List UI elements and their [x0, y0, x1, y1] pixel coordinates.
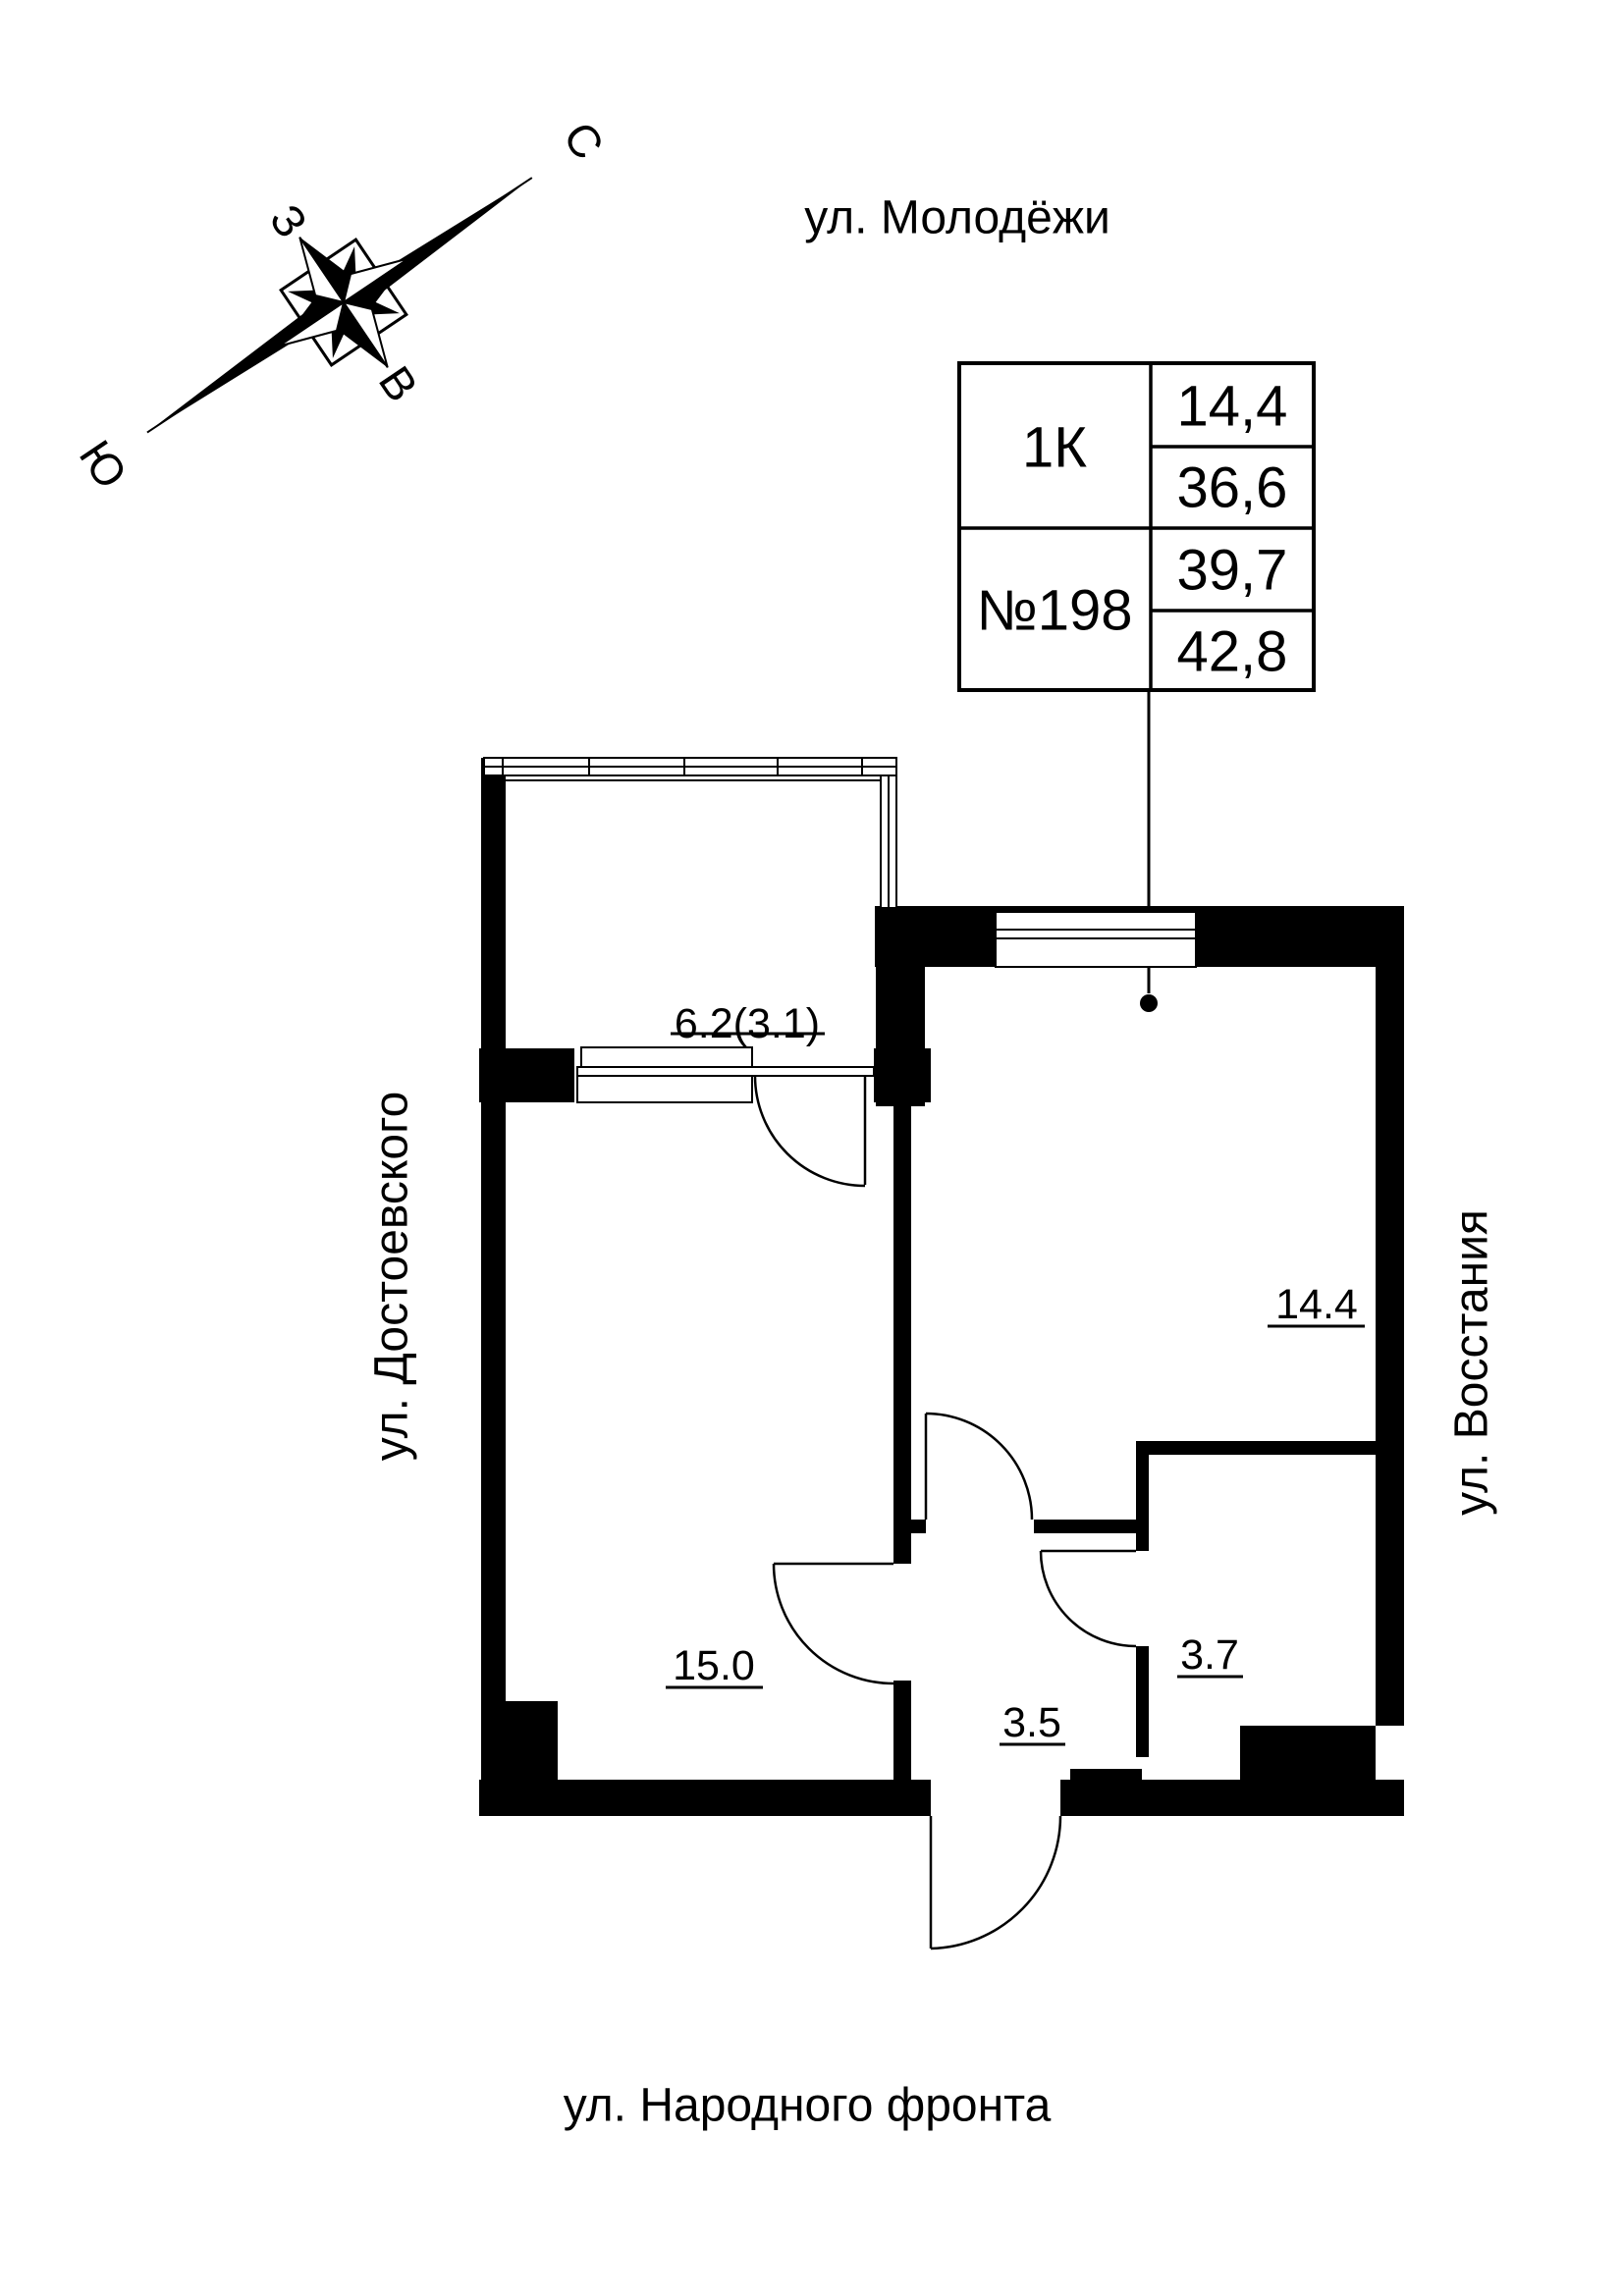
wall-middle-lower: [893, 1681, 911, 1784]
bathroom-door-swing: [1039, 1550, 1137, 1648]
area-value-living: 14,4: [1177, 375, 1288, 439]
room-labels: 6.2(3.1) 15.0 14.4 3.5 3.7: [666, 1000, 1365, 1746]
balcony-door-swing: [753, 1075, 866, 1188]
hall-area-label: 3.5: [1002, 1699, 1061, 1746]
wall-balcony-corner-right: [874, 1048, 931, 1102]
wall-right-corner: [1376, 1784, 1404, 1816]
living-balcony-sill: [576, 1066, 875, 1077]
wall-bottom-right: [1060, 1780, 1404, 1816]
compass-star-s-light: [278, 299, 346, 347]
wall-entry-step: [1070, 1769, 1142, 1784]
wall-balcony-corner-left: [479, 1048, 574, 1102]
compass-label-east: В: [369, 357, 428, 411]
compass-star-e-light: [341, 300, 389, 368]
wall-left: [481, 758, 506, 1816]
wall-hall-bedroom: [1034, 1520, 1136, 1533]
apartment-type: 1К: [1022, 416, 1087, 480]
bathroom-area-label: 3.7: [1180, 1631, 1239, 1679]
compass-label-north: С: [554, 113, 615, 169]
street-label-bottom: ул. Народного фронта: [564, 2080, 1052, 2132]
entrance-door-swing: [930, 1815, 1062, 1950]
compass-square-frame: [279, 238, 408, 367]
apartment-number: №198: [977, 579, 1133, 643]
wall-bottom-left: [479, 1780, 931, 1816]
living-door-swing: [772, 1563, 894, 1685]
street-label-top: ул. Молодёжи: [804, 192, 1110, 244]
compass-label-south: Ю: [70, 431, 137, 498]
compass-rose-icon: С Ю З В: [70, 113, 615, 498]
compass-star-n-light: [342, 257, 409, 305]
compass-label-west: З: [260, 195, 318, 246]
street-label-left: ул. Достоевского: [366, 1092, 418, 1462]
bedroom-door-swing: [925, 1412, 1034, 1521]
area-value-total-balcony: 42,8: [1177, 620, 1288, 684]
wall-hall-stub: [911, 1520, 926, 1533]
living-area-label: 15.0: [673, 1642, 755, 1689]
leader-dot: [1140, 994, 1158, 1012]
wall-bathroom-bottom: [1240, 1726, 1376, 1784]
street-label-right: ул. Восстания: [1446, 1209, 1498, 1516]
area-value-total: 39,7: [1177, 539, 1288, 603]
balcony-area-label: 6.2(3.1): [675, 1000, 820, 1047]
doors: [753, 1075, 1137, 1950]
wall-bathroom-left-upper: [1136, 1441, 1149, 1551]
wall-middle: [893, 1102, 911, 1564]
wall-bathroom-left-lower: [1136, 1646, 1149, 1757]
living-balcony-sill-lower: [576, 1075, 753, 1103]
wall-bathroom-top: [1136, 1441, 1376, 1455]
wall-right: [1376, 908, 1404, 1726]
compass-star-w-light: [298, 237, 347, 304]
walls: [479, 758, 1404, 1816]
living-balcony-window: [580, 1046, 753, 1068]
windows: [483, 757, 1197, 1103]
area-value-main: 36,6: [1177, 456, 1288, 520]
bedroom-area-label: 14.4: [1275, 1281, 1358, 1328]
